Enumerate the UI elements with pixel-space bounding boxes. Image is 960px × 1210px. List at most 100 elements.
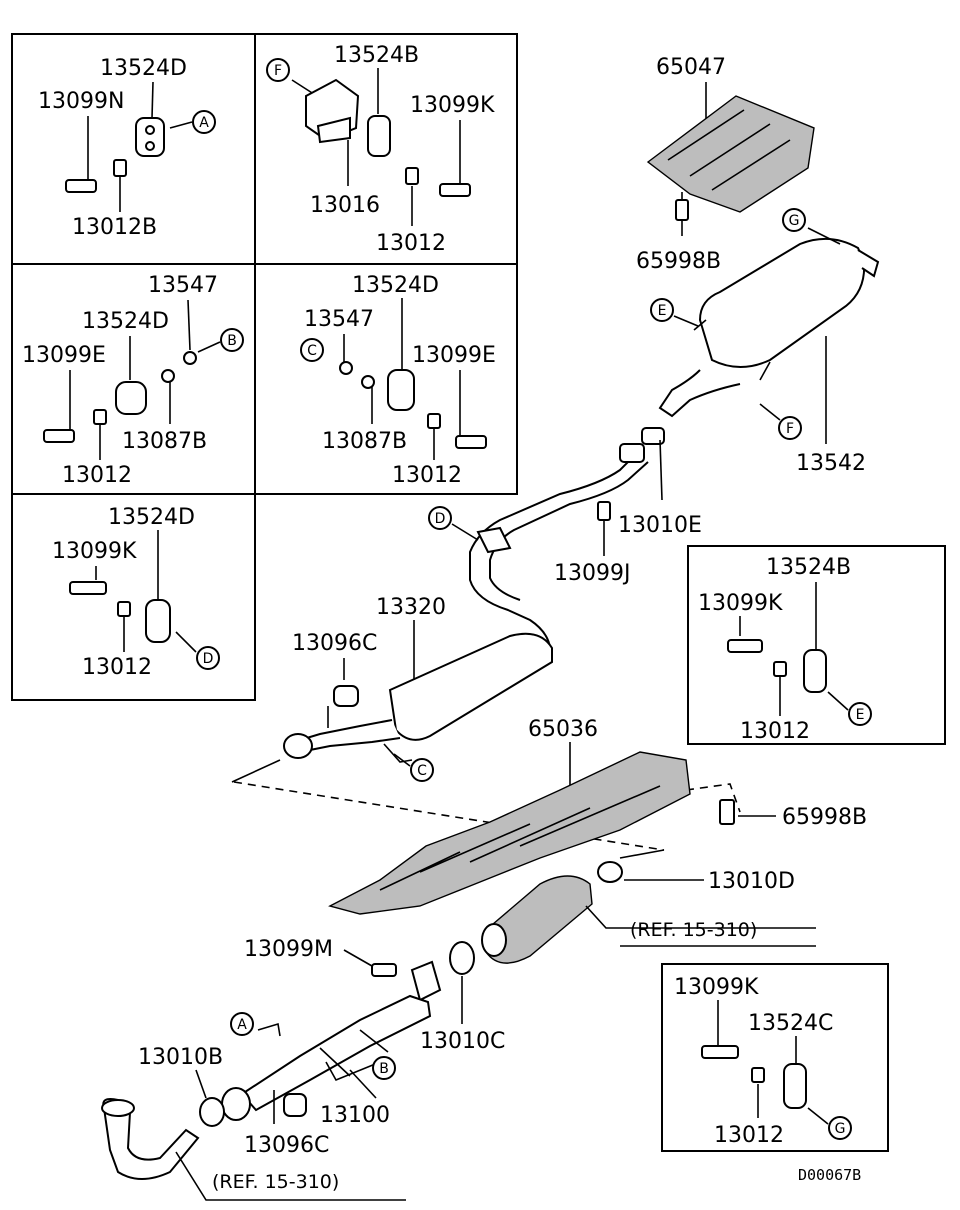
- label-13524D: 13524D: [100, 56, 187, 81]
- rubber-hanger: [115, 381, 147, 415]
- label-13012: 13012: [376, 231, 446, 256]
- label-13099J: 13099J: [554, 561, 630, 586]
- center-muffler-13320: 13320 13096C: [283, 595, 553, 763]
- label-13012: 13012: [714, 1123, 784, 1148]
- rubber-ring: [333, 685, 359, 707]
- svg-text:E: E: [658, 303, 667, 319]
- inset-box-g: [661, 963, 889, 1152]
- inset-hanger-g: 13099K 13524C 13012: [674, 975, 833, 1148]
- nut: [183, 351, 197, 365]
- guide-line: [231, 759, 281, 783]
- svg-text:F: F: [786, 421, 794, 437]
- bolt: [675, 199, 689, 221]
- rubber-hanger: [145, 599, 171, 643]
- label-13524D: 13524D: [82, 309, 169, 334]
- bolt: [65, 179, 97, 193]
- center-pipe: 13010E 13099J: [469, 427, 702, 659]
- label-13524D: 13524D: [108, 505, 195, 530]
- callout-c: C: [410, 758, 434, 782]
- guide-line: [685, 783, 741, 813]
- catalytic-converter: 13010D (REF. 15-310): [481, 861, 816, 964]
- callout-f: F: [778, 416, 802, 440]
- callout-d: D: [428, 506, 452, 530]
- label-13320: 13320: [376, 595, 446, 620]
- bolt: [455, 435, 487, 449]
- guide-line: [619, 849, 665, 859]
- label-13010B: 13010B: [138, 1045, 223, 1070]
- nut: [339, 361, 353, 375]
- callout-e: E: [650, 298, 674, 322]
- label-13542: 13542: [796, 451, 866, 476]
- label-13010D: 13010D: [708, 869, 795, 894]
- label-13099N: 13099N: [38, 89, 124, 114]
- bolt: [439, 183, 471, 197]
- callout-e: E: [848, 702, 872, 726]
- callout-d: D: [196, 646, 220, 670]
- inset-grid: [11, 33, 518, 701]
- pipe-flange: [283, 733, 313, 759]
- label-13012: 13012: [62, 463, 132, 488]
- label-13099K: 13099K: [410, 93, 495, 118]
- diagram-code: D00067B: [798, 1166, 861, 1184]
- label-13099E: 13099E: [412, 343, 496, 368]
- front-pipe-13100: 13099M 13010C 13100 13010B 13096C: [138, 937, 505, 1158]
- rubber-hanger: [135, 117, 165, 157]
- bolt: [43, 429, 75, 443]
- label-65047: 65047: [656, 55, 726, 80]
- heat-protector-65047: 65047 65998B: [636, 55, 815, 274]
- svg-text:B: B: [379, 1061, 389, 1077]
- callout-b: B: [220, 328, 244, 352]
- callout-b: B: [372, 1056, 396, 1080]
- collar: [113, 159, 127, 177]
- svg-text:G: G: [835, 1121, 846, 1137]
- inset-hanger-f: 13524B 13099K 13016 13012: [291, 43, 495, 256]
- heat-protector-65036: 65036 65998B: [328, 717, 867, 915]
- callouts: A F B C D G E F D C E G A B: [192, 58, 872, 1140]
- svg-text:C: C: [417, 763, 427, 779]
- inset-hanger-d: 13524D 13099K 13012: [52, 505, 197, 680]
- callout-a: A: [230, 1012, 254, 1036]
- label-13099K: 13099K: [674, 975, 759, 1000]
- collar: [427, 413, 441, 429]
- rubber-hanger: [367, 115, 391, 157]
- svg-text:D: D: [203, 651, 214, 667]
- inset-hanger-c: 13524D 13547 13099E 13087B 13012: [304, 273, 496, 488]
- bolt: [701, 1045, 739, 1059]
- label-13010E: 13010E: [618, 513, 702, 538]
- label-13524D: 13524D: [352, 273, 439, 298]
- bolt: [597, 501, 611, 521]
- svg-text:G: G: [789, 213, 800, 229]
- collar: [93, 409, 107, 425]
- washer: [161, 369, 175, 383]
- label-13012: 13012: [82, 655, 152, 680]
- inset-hanger-b: 13547 13524D 13099E 13087B 13012: [22, 273, 221, 488]
- label-13099E: 13099E: [22, 343, 106, 368]
- pipe-end: [221, 1087, 251, 1121]
- callout-a: A: [192, 110, 216, 134]
- svg-text:F: F: [274, 63, 282, 79]
- label-13099K: 13099K: [698, 591, 783, 616]
- bolt: [719, 799, 735, 825]
- label-13547: 13547: [304, 307, 374, 332]
- gasket: [641, 427, 665, 445]
- collar: [405, 167, 419, 185]
- gasket: [449, 941, 475, 975]
- label-13096C: 13096C: [244, 1133, 329, 1158]
- bolt: [371, 963, 397, 977]
- callout-c: C: [300, 338, 324, 362]
- washer: [361, 375, 375, 389]
- main-muffler-13542: 13542: [658, 227, 880, 476]
- ref-label: (REF. 15-310): [212, 1171, 339, 1193]
- svg-text:D: D: [435, 511, 446, 527]
- inset-hanger-a: 13524D 13099N 13012B: [38, 56, 193, 240]
- label-13012: 13012: [740, 719, 810, 744]
- svg-text:E: E: [856, 707, 865, 723]
- svg-text:B: B: [227, 333, 237, 349]
- bolt: [727, 639, 763, 653]
- callout-g: G: [782, 208, 806, 232]
- label-65998B: 65998B: [782, 805, 867, 830]
- rubber-hanger: [803, 649, 827, 693]
- label-13016: 13016: [310, 193, 380, 218]
- label-13010C: 13010C: [420, 1029, 505, 1054]
- callout-g: G: [828, 1116, 852, 1140]
